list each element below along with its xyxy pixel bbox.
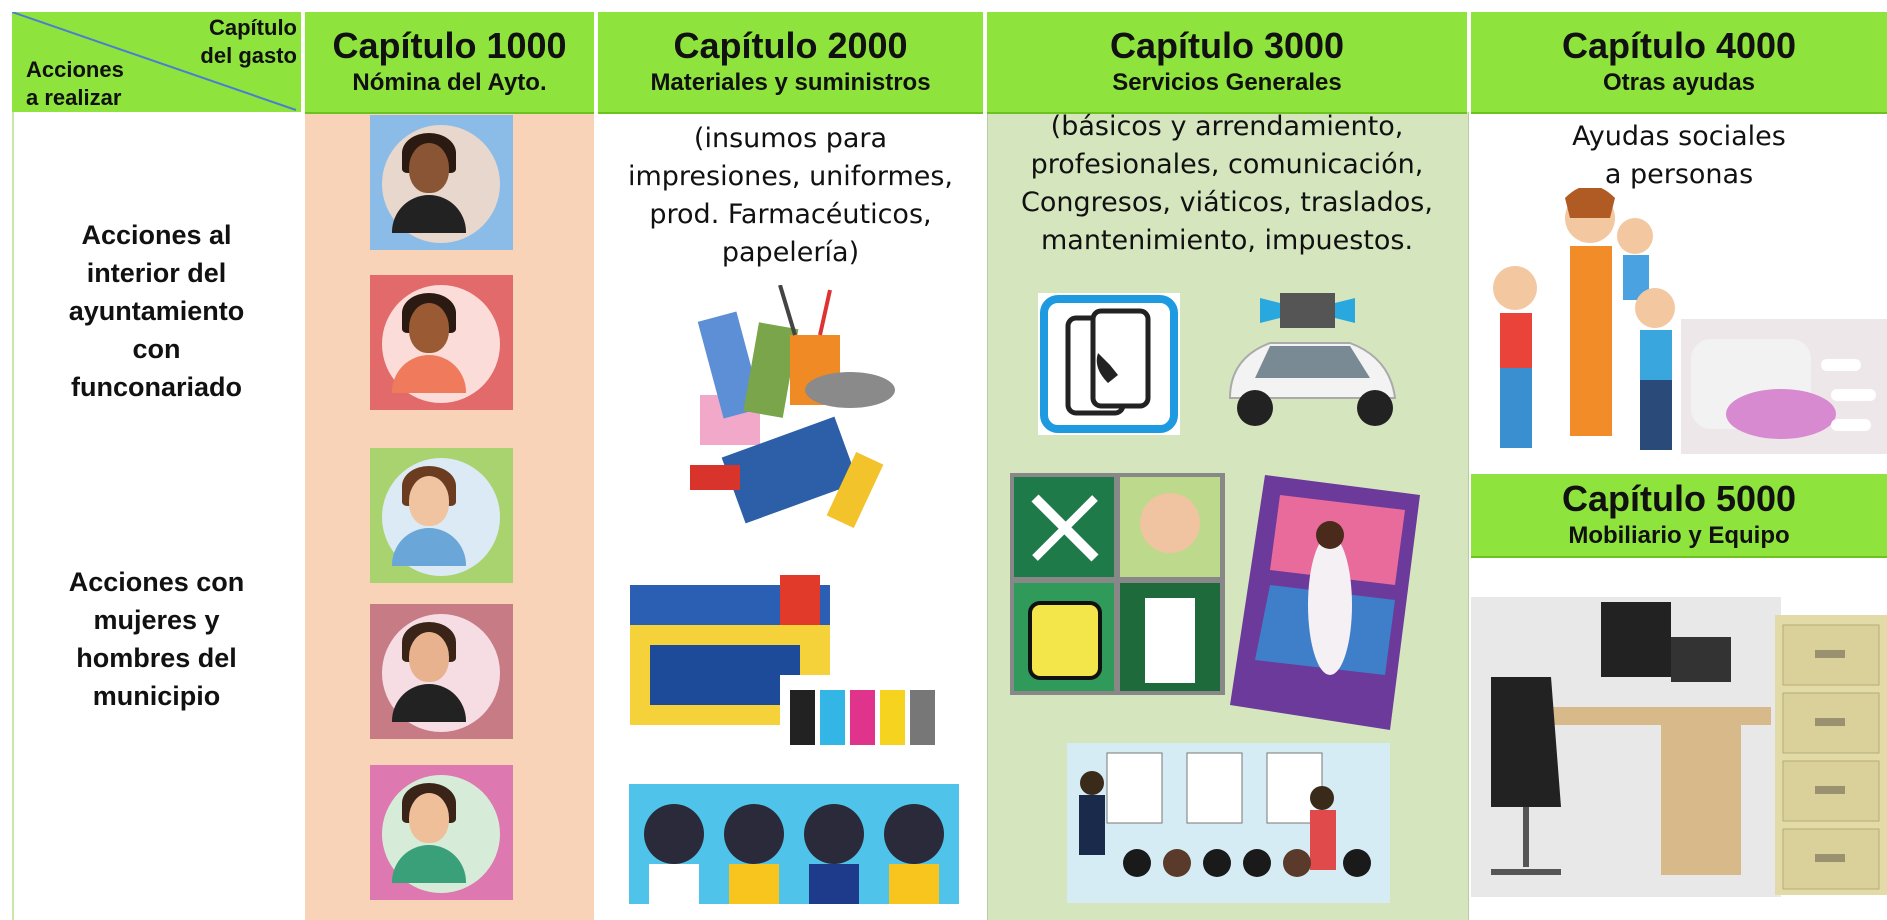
filing-cabinet-icon bbox=[1775, 615, 1887, 895]
row-label-municipal: Acciones con mujeres y hombres del munic… bbox=[68, 567, 245, 711]
woman-avatar-icon bbox=[370, 275, 513, 410]
row-label-column bbox=[12, 112, 303, 920]
woman-avatar-icon bbox=[370, 448, 513, 583]
chapter-1000-number: Capítulo 1000 bbox=[332, 25, 567, 66]
masks-people-icon bbox=[629, 784, 959, 904]
services-grid-icon bbox=[1010, 473, 1225, 695]
corner-header: Capítulo del gasto Acciones a realizar bbox=[12, 12, 301, 112]
chapter-1000-title: Nómina del Ayto. bbox=[352, 69, 547, 96]
chapter-3000-header: Capítulo 3000 Servicios Generales bbox=[987, 12, 1467, 112]
poster-icon bbox=[1230, 475, 1420, 730]
office-desk-icon bbox=[1471, 597, 1781, 897]
chapter-1000-header: Capítulo 1000 Nómina del Ayto. bbox=[305, 12, 594, 112]
row-label-internal: Acciones al interior del ayuntamiento co… bbox=[68, 220, 245, 402]
chapter-3000-description: (básicos y arrendamiento, profesionales,… bbox=[1021, 111, 1433, 256]
paper-ink-icon bbox=[630, 575, 950, 755]
phone-icon bbox=[1038, 293, 1180, 435]
chapter-2000-description: (insumos para impresiones, uniformes, pr… bbox=[627, 123, 954, 268]
woman-avatar-icon bbox=[370, 604, 513, 739]
chapter-4000-description: Ayudas sociales a personas bbox=[1572, 121, 1786, 190]
chapter-5000-header: Capítulo 5000 Mobiliario y Equipo bbox=[1471, 474, 1887, 556]
chapter-4000-header: Capítulo 4000 Otras ayudas bbox=[1471, 12, 1887, 112]
chapter-2000-header: Capítulo 2000 Materiales y suministros bbox=[598, 12, 983, 112]
chapter-2000-title: Materiales y suministros bbox=[650, 69, 931, 96]
chapter-2000-number: Capítulo 2000 bbox=[673, 25, 908, 66]
chapter-4000-title: Otras ayudas bbox=[1602, 69, 1756, 96]
chapter-4000-number: Capítulo 4000 bbox=[1561, 25, 1797, 66]
corner-top-right-label: Capítulo del gasto bbox=[200, 15, 297, 68]
diagonal-divider bbox=[12, 12, 297, 111]
stationery-icon bbox=[690, 285, 895, 529]
woman-avatar-icon bbox=[370, 765, 513, 900]
chapter-3000-number: Capítulo 3000 bbox=[1109, 25, 1345, 66]
car-icon bbox=[1228, 293, 1397, 426]
presentation-icon bbox=[1067, 743, 1390, 903]
hygiene-products-icon bbox=[1681, 319, 1887, 454]
chapter-3000-title: Servicios Generales bbox=[1112, 69, 1342, 96]
chapter-5000-number: Capítulo 5000 bbox=[1561, 478, 1797, 519]
family-icon bbox=[1493, 188, 1675, 450]
woman-avatar-icon bbox=[370, 115, 513, 250]
corner-bottom-left-label: Acciones a realizar bbox=[26, 57, 124, 110]
chapter-5000-title: Mobiliario y Equipo bbox=[1568, 522, 1790, 549]
